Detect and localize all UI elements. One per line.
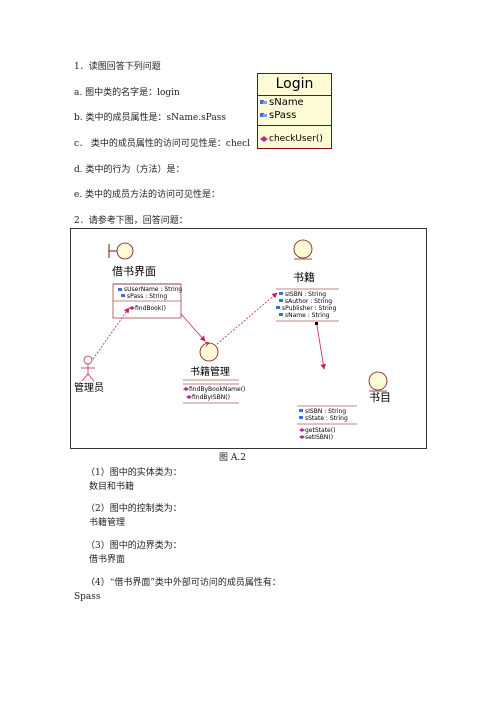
login-attr-row: sPass bbox=[260, 110, 296, 121]
control-op-0: findByBookName() bbox=[189, 386, 245, 393]
entity-item-op-0: getState() bbox=[305, 427, 335, 434]
login-attr-row: sName bbox=[260, 97, 304, 108]
q1-title: 1．读图回答下列问题 bbox=[74, 62, 161, 72]
control-class: 书籍管理 findByBookName() findByISBN() bbox=[183, 341, 245, 404]
boundary-op-0: findBook() bbox=[135, 305, 166, 312]
operation-icon bbox=[260, 135, 268, 142]
login-class-name: Login bbox=[275, 76, 314, 92]
q1-d: d. 类中的行为（方法）是： bbox=[74, 165, 185, 175]
q1-c: c． 类中的成员属性的访问可见性是：checl bbox=[74, 139, 250, 149]
answer-1-question: （1）图中的实体类为： bbox=[86, 468, 182, 478]
login-divider bbox=[258, 95, 331, 96]
entity-book-attr-0: sISBN : String bbox=[285, 291, 326, 298]
control-op-1: findByISBN() bbox=[192, 394, 230, 401]
aggregation-marker bbox=[315, 322, 318, 325]
login-divider bbox=[258, 125, 331, 126]
entity-book-name: 书籍 bbox=[293, 270, 315, 284]
boundary-attr-1: sPass : String bbox=[127, 293, 167, 300]
entity-icon bbox=[293, 239, 313, 259]
actor-name: 管理员 bbox=[74, 381, 104, 394]
q1-e: e. 类中的成员方法的访问可见性是： bbox=[74, 190, 221, 200]
login-op-0: checkUser() bbox=[269, 134, 323, 144]
assoc-boundary-control bbox=[180, 313, 206, 342]
login-attr-1: sPass bbox=[269, 110, 297, 121]
uml-diagram: 借书界面 sUserName : String sPass : String f… bbox=[74, 239, 391, 441]
answer-2-question: （2）图中的控制类为： bbox=[86, 504, 182, 514]
entity-item-class: 书目 sISBN : String sState : String getSta… bbox=[297, 371, 391, 441]
entity-book-attr-2: sPublisher : String bbox=[282, 305, 337, 312]
entity-item-op-1: setISBN() bbox=[305, 434, 333, 441]
assoc-book-item bbox=[316, 324, 327, 370]
entity-book-attr-1: sAuthor : String bbox=[285, 298, 332, 305]
control-icon bbox=[199, 342, 219, 362]
q2-title: 2．请参考下图，回答问题： bbox=[74, 216, 188, 226]
login-class-box: Login sName sPass checkUser() bbox=[257, 73, 332, 149]
entity-item-attr-1: sState : String bbox=[305, 415, 348, 422]
assoc-actor-boundary bbox=[92, 307, 130, 360]
login-op-row: checkUser() bbox=[260, 134, 323, 144]
answer-1-text: 数目和书籍 bbox=[89, 482, 135, 492]
actor-icon bbox=[83, 355, 93, 365]
assoc-control-book bbox=[216, 292, 278, 345]
attribute-icon bbox=[260, 113, 267, 117]
entity-item-name: 书目 bbox=[369, 391, 391, 404]
answer-3-question: （3）图中的边界类为： bbox=[86, 541, 182, 551]
figure-caption: 图 A.2 bbox=[219, 453, 246, 463]
attribute-icon bbox=[260, 100, 267, 104]
entity-book-class: 书籍 sISBN : String sAuthor : String sPubl… bbox=[276, 239, 339, 322]
figure-a2: 借书界面 sUserName : String sPass : String f… bbox=[70, 228, 427, 449]
q1-a: a. 图中类的名字是：login bbox=[74, 88, 180, 98]
actor: 管理员 bbox=[74, 355, 104, 394]
login-attr-0: sName bbox=[269, 97, 304, 108]
entity-icon bbox=[368, 371, 388, 391]
entity-item-attr-0: sISBN : String bbox=[305, 408, 346, 415]
control-class-name: 书籍管理 bbox=[190, 365, 230, 378]
boundary-class: 借书界面 sUserName : String sPass : String f… bbox=[108, 242, 182, 319]
boundary-class-name: 借书界面 bbox=[112, 265, 156, 278]
q1-b: b. 类中的成员属性是：sName.sPass bbox=[74, 113, 226, 123]
boundary-icon bbox=[116, 242, 134, 260]
answer-3-text: 借书界面 bbox=[89, 555, 126, 565]
answer-2-text: 书籍管理 bbox=[89, 518, 126, 528]
answer-4-text: Spass bbox=[74, 592, 101, 602]
boundary-attr-0: sUserName : String bbox=[124, 286, 182, 293]
answer-4-question: （4）“借书界面”类中外部可访问的成员属性有： bbox=[86, 578, 281, 588]
entity-book-attr-3: sName : String bbox=[285, 312, 330, 319]
